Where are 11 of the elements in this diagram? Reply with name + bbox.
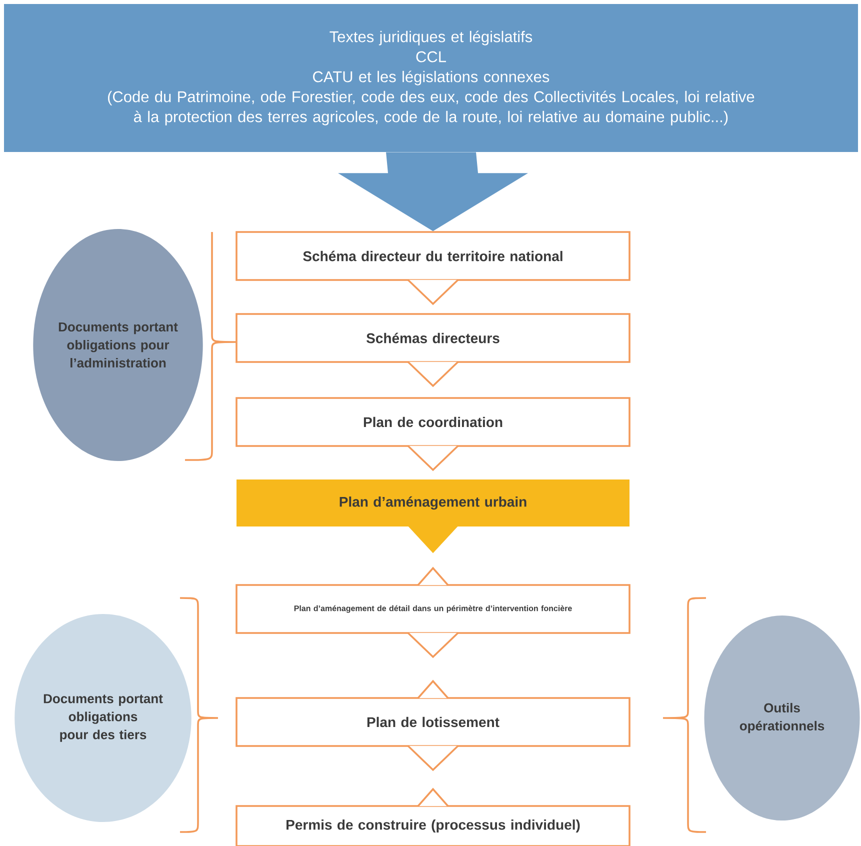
chevron-arrow: [407, 445, 459, 472]
process-box: Permis de construire (processus individuel): [236, 788, 630, 846]
chevron-arrow: [407, 745, 459, 772]
process-box: Plan d’aménagement de détail dans un périmètre d’intervention foncière: [236, 566, 630, 634]
chevron-arrow: [407, 632, 459, 658]
chevron-arrow: [408, 525, 458, 553]
block-arrow: [338, 152, 528, 232]
process-box: Plan de lotissement: [236, 680, 630, 747]
chevron-arrow: [407, 279, 459, 306]
chevron-arrow: [407, 361, 459, 388]
banner: Textes juridiques et législatifs CCL CATU et les législations connexes (Code du Patrimoine, ode Forestier, code des eux, code des Collectivités Locales, loi relative à la protection des terres agricoles, code de la route, loi relative au domaine public...): [4, 4, 858, 152]
